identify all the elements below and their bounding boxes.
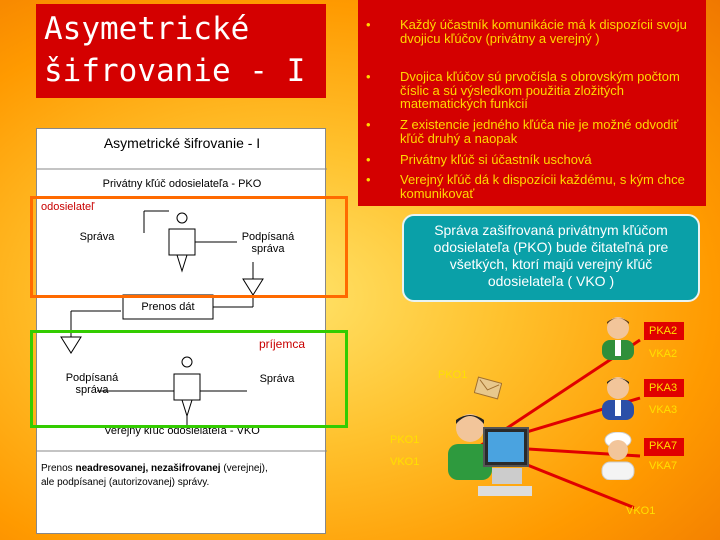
pka3-label: PKA3 <box>649 382 678 394</box>
transfer-label: Prenos dát <box>141 301 195 313</box>
key-badge <box>644 379 684 397</box>
vka3-label: VKA3 <box>649 404 678 416</box>
key-badge <box>644 438 684 456</box>
bullet-text: Z existencie jedného kľúča nie je možné … <box>400 117 679 146</box>
bullet-text: Dvojica kľúčov sú prvočísla s obrovským … <box>400 69 680 111</box>
vka2-label: VKA2 <box>649 348 678 360</box>
network-lines <box>479 338 641 510</box>
vko1-label-left: VKO1 <box>390 456 420 468</box>
callout-box: Správa zašifrovaná privátnym kľúčom odos… <box>402 214 700 302</box>
private-key-label: Privátny kľúč odosielateľa - PKO <box>102 178 262 190</box>
user-icon <box>598 314 638 360</box>
envelope-icon <box>473 376 503 400</box>
vka7-label: VKA7 <box>649 460 678 472</box>
bullet-text: Verejný kľúč dá k dispozícii každému, s … <box>400 172 685 201</box>
message-label-2: Správa <box>259 373 295 385</box>
user-icon <box>598 431 638 481</box>
sender-label: odosielateľ <box>41 201 95 213</box>
vko1-label-bottom: VKO1 <box>626 505 656 517</box>
title-box: Asymetrické šifrovanie - I <box>36 4 326 98</box>
public-key-label: Verejný kľúč odosielateľa - VKO <box>104 425 260 437</box>
user-icon <box>598 374 638 420</box>
key-badge <box>644 322 684 340</box>
bullet-text: Privátny kľúč si účastník uschová <box>400 152 592 167</box>
signed-message-label-2: Podpísaná správa <box>65 372 119 396</box>
diagram-heading: Asymetrické šifrovanie - I <box>103 135 261 151</box>
pka2-label: PKA2 <box>649 325 678 337</box>
footer-text: Prenos neadresovanej, nezašifrovanej (ve… <box>41 463 268 474</box>
receiver-frame: príjemca <box>30 330 348 428</box>
footer-text-2: ale podpísanej (autorizovanej) správy. <box>41 477 210 488</box>
signed-message-label: Podpísaná správa <box>241 231 295 255</box>
bullet-text: Každý účastník komunikácie má k dispozíc… <box>400 17 687 46</box>
sender-frame: odosielateľ <box>30 196 348 298</box>
pko1-label-left: PKO1 <box>390 434 420 446</box>
computer-user-icon <box>438 408 534 500</box>
message-label: Správa <box>79 231 115 243</box>
slide-title: Asymetrické šifrovanie - I <box>44 11 306 89</box>
bullet-list: •Každý účastník komunikácie má k dispozí… <box>358 0 706 206</box>
pka7-label: PKA7 <box>649 440 678 452</box>
receiver-label: príjemca <box>257 337 308 351</box>
diagram-lines <box>37 168 327 452</box>
pko1-label-top: PKO1 <box>438 369 468 381</box>
